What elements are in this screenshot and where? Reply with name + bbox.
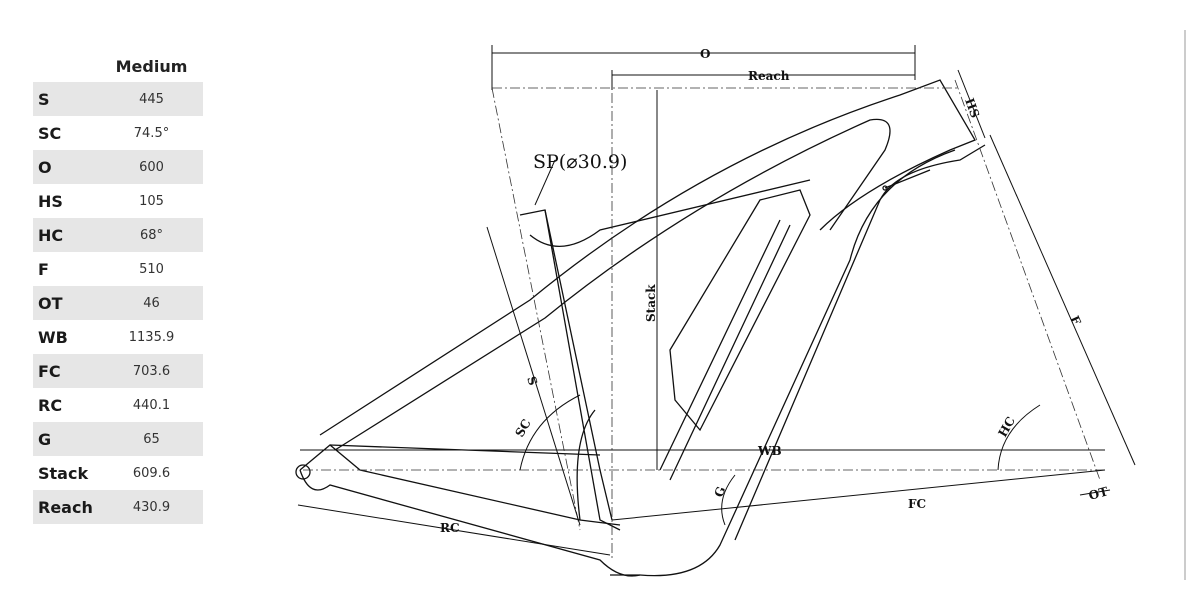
dimension-key: RC bbox=[38, 395, 63, 415]
dim-label-g: G bbox=[712, 485, 729, 499]
dimension-key: Reach bbox=[33, 490, 100, 524]
dimension-value: 600 bbox=[100, 150, 203, 184]
dim-label-ot: OT bbox=[1087, 484, 1109, 503]
dimension-value: 1135.9 bbox=[128, 329, 175, 345]
dimension-value: 46 bbox=[100, 286, 203, 320]
dim-label-s: S bbox=[524, 375, 540, 388]
dim-label-hs: HS bbox=[962, 96, 982, 120]
dimension-value: 105 bbox=[139, 193, 164, 209]
dim-label-reach: Reach bbox=[748, 69, 790, 83]
dimension-value: 609.6 bbox=[132, 465, 171, 481]
dimension-value: 65 bbox=[100, 422, 203, 456]
dimension-key: S bbox=[33, 82, 100, 116]
seatpost-label: SP(⌀30.9) bbox=[533, 151, 627, 173]
dimension-value: 430.9 bbox=[100, 490, 203, 524]
dimension-value: 445 bbox=[100, 82, 203, 116]
dimension-lines bbox=[297, 30, 1186, 580]
table-row: F 510 bbox=[33, 252, 203, 286]
table-row: WB 1135.9 bbox=[33, 320, 203, 354]
dimension-key: SC bbox=[38, 123, 62, 143]
dim-label-sc: SC bbox=[512, 417, 533, 440]
dimension-value: 440.1 bbox=[132, 397, 171, 413]
frame-outline bbox=[295, 79, 986, 577]
dimension-key: G bbox=[33, 422, 100, 456]
dim-label-rc: RC bbox=[440, 521, 460, 535]
dim-label-hc: HC bbox=[995, 414, 1018, 439]
dimension-key: OT bbox=[33, 286, 100, 320]
dimension-key: Stack bbox=[38, 463, 89, 483]
dimension-value: 68° bbox=[100, 218, 203, 252]
dimension-value: 74.5° bbox=[133, 125, 170, 141]
dim-label-fc: FC bbox=[908, 497, 926, 511]
construction-lines bbox=[303, 75, 1105, 560]
dimension-key: HS bbox=[38, 191, 63, 211]
dimension-key: O bbox=[33, 150, 100, 184]
dimension-key: WB bbox=[38, 327, 68, 347]
dimension-value: 510 bbox=[139, 261, 164, 277]
dimension-key: F bbox=[38, 259, 49, 279]
dimension-key: HC bbox=[33, 218, 100, 252]
table-row: RC 440.1 bbox=[33, 388, 203, 422]
dim-label-wb: WB bbox=[757, 444, 782, 458]
dimension-value: 703.6 bbox=[100, 354, 203, 388]
table-row: Stack 609.6 bbox=[33, 456, 203, 490]
dimension-key: FC bbox=[33, 354, 100, 388]
table-row: SC 74.5° bbox=[33, 116, 203, 150]
dim-label-stack: Stack bbox=[644, 284, 658, 322]
table-row: HS 105 bbox=[33, 184, 203, 218]
size-column-header: Medium bbox=[115, 56, 188, 76]
dim-label-o: O bbox=[700, 47, 710, 61]
